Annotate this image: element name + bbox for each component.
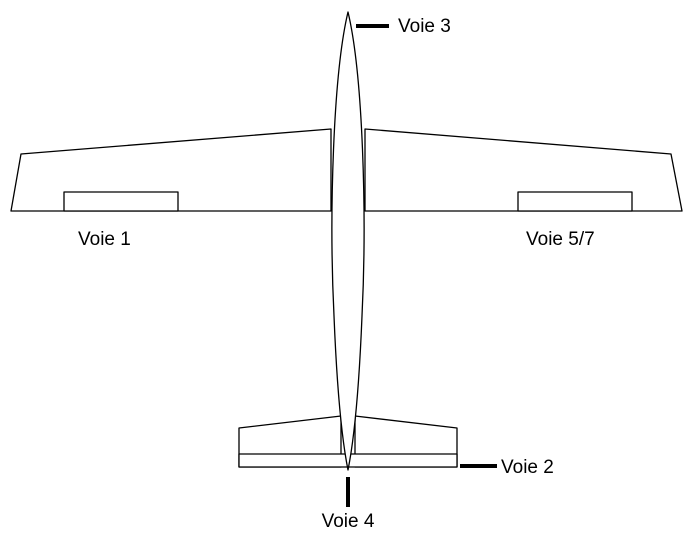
aileron-left: [63, 191, 179, 212]
label-channel-5-7: Voie 5/7: [526, 229, 595, 250]
fuselage: [331, 11, 365, 471]
label-channel-2: Voie 2: [501, 457, 554, 478]
label-channel-4: Voie 4: [322, 511, 375, 532]
main-wing: [10, 128, 683, 212]
wing-left-half: [10, 128, 332, 212]
label-channel-3: Voie 3: [398, 16, 451, 37]
aileron-right: [517, 191, 633, 212]
wing-right-half: [364, 128, 683, 212]
label-channel-1: Voie 1: [78, 229, 131, 250]
